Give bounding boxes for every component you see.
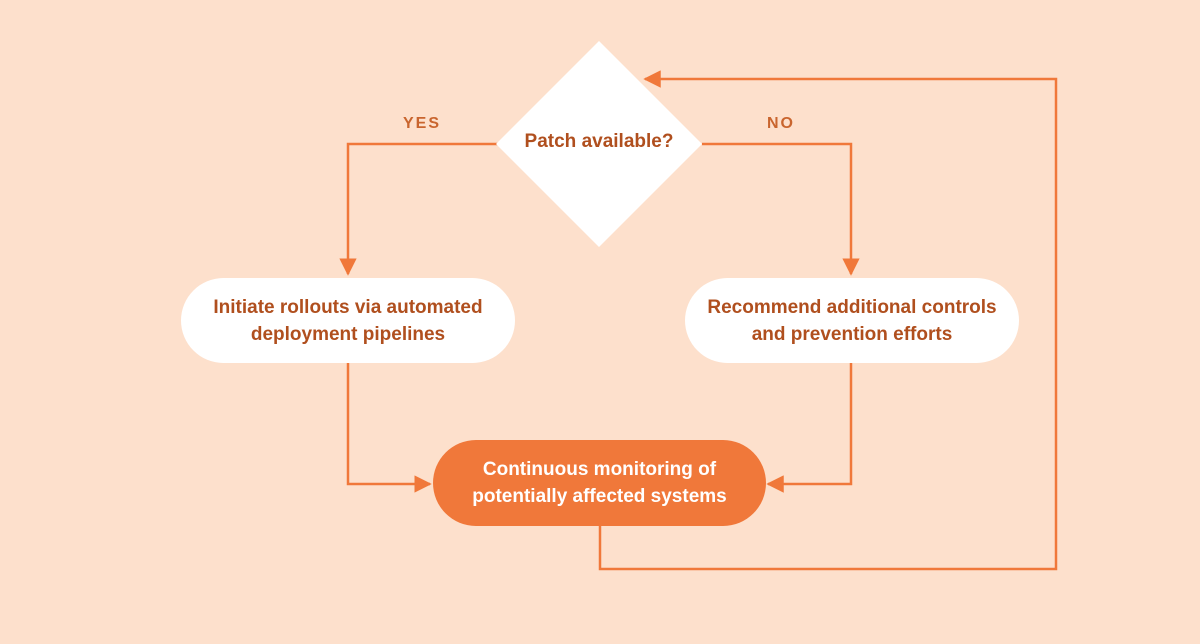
yes-connector <box>339 142 498 276</box>
yes-branch-label: YES <box>403 115 442 132</box>
yes-to-monitoring-connector <box>346 362 432 493</box>
decision-label: Patch available? <box>524 131 674 152</box>
no-connector <box>702 142 860 276</box>
no-branch-label: NO <box>767 115 795 132</box>
yes-action-node: Initiate rollouts via automated deployme… <box>181 278 515 363</box>
no-to-monitoring-connector <box>766 362 853 493</box>
loop-back-connector <box>598 70 1058 571</box>
decision-diamond <box>496 41 702 247</box>
no-action-node: Recommend additional controls and preven… <box>685 278 1019 363</box>
monitoring-node: Continuous monitoring of potentially aff… <box>433 440 766 526</box>
